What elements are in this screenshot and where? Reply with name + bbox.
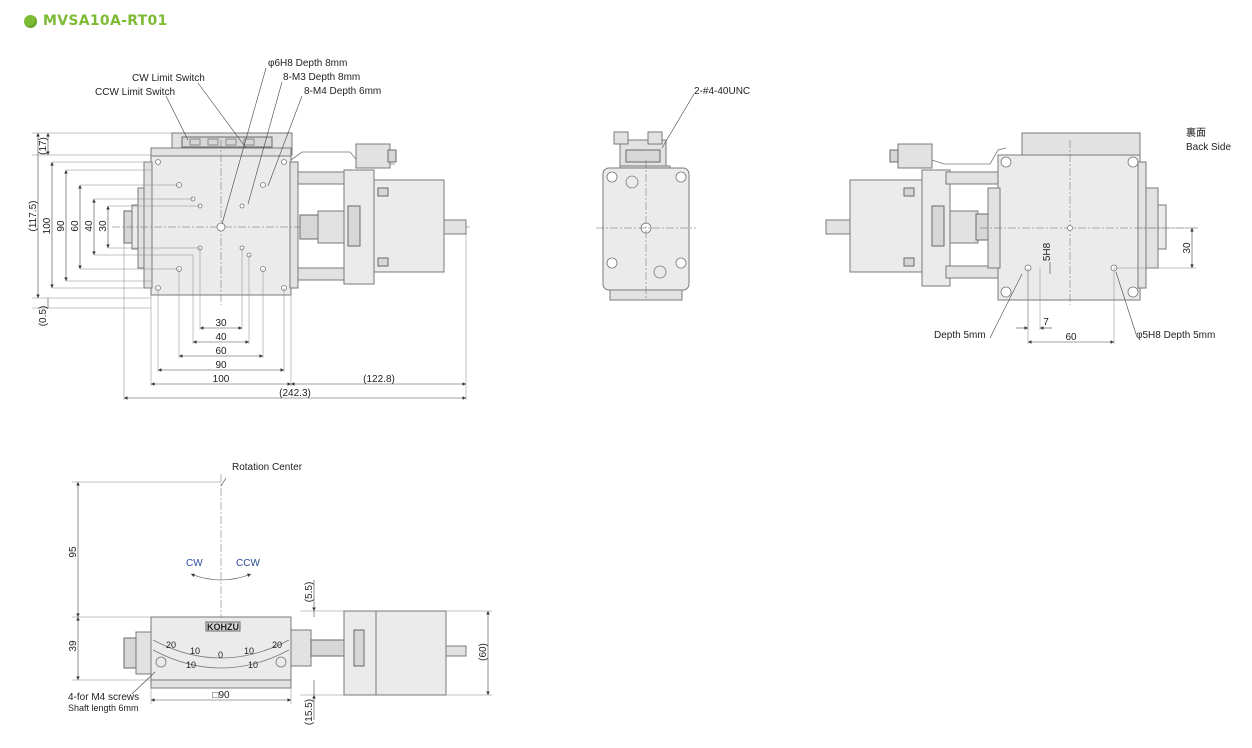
dim-90: 90 bbox=[56, 220, 67, 232]
hole-6h8-label: φ6H8 Depth 8mm bbox=[268, 58, 347, 69]
depth-5mm-label: Depth 5mm bbox=[934, 330, 986, 341]
front-dim-15-5: (15.5) bbox=[304, 699, 315, 725]
front-view: Rotation Center CW CCW KOHZU 20 10 0 10 … bbox=[68, 462, 492, 725]
scale-20-left: 20 bbox=[166, 640, 176, 650]
dim-h-100: 100 bbox=[213, 374, 230, 385]
dim-60: 60 bbox=[70, 220, 81, 232]
ccw-limit-label: CCW Limit Switch bbox=[95, 87, 175, 98]
cw-label: CW bbox=[186, 558, 203, 569]
front-dim-square-90: □90 bbox=[212, 690, 230, 701]
m3-label: 8-M3 Depth 8mm bbox=[283, 72, 360, 83]
scale-10-lower-right: 10 bbox=[248, 660, 258, 670]
m4-label: 8-M4 Depth 6mm bbox=[304, 86, 381, 97]
brand-label: KOHZU bbox=[207, 622, 239, 632]
bullet-icon bbox=[24, 14, 37, 28]
back-dim-7: 7 bbox=[1043, 317, 1049, 328]
front-dim-5-5: (5.5) bbox=[304, 582, 315, 603]
dim-h-30: 30 bbox=[215, 318, 227, 329]
rotation-center-label: Rotation Center bbox=[232, 462, 303, 473]
screws-label: 4-for M4 screws bbox=[68, 692, 139, 703]
top-view: CW Limit Switch CCW Limit Switch φ6H8 De… bbox=[28, 58, 470, 400]
dim-h-60: 60 bbox=[215, 346, 227, 357]
dim-40: 40 bbox=[84, 220, 95, 232]
dim-h-90: 90 bbox=[215, 360, 227, 371]
back-side-jp-label: 裏面 bbox=[1186, 126, 1206, 139]
page-title: MVSA10A-RT01 bbox=[43, 13, 168, 29]
end-view: 2-#4-40UNC bbox=[596, 86, 750, 301]
dim-100: 100 bbox=[42, 217, 53, 234]
scale-20-right: 20 bbox=[272, 640, 282, 650]
section-header: MVSA10A-RT01 bbox=[24, 10, 168, 32]
shaft-length-label: Shaft length 6mm bbox=[68, 703, 139, 713]
dim-h-122-8: (122.8) bbox=[363, 374, 395, 385]
scale-0: 0 bbox=[218, 650, 223, 660]
back-dim-5h8: 5H8 bbox=[1042, 242, 1053, 261]
dim-h-40: 40 bbox=[215, 332, 227, 343]
hole-5h8-label: φ5H8 Depth 5mm bbox=[1136, 330, 1215, 341]
back-view: 裏面 Back Side 30 bbox=[825, 126, 1231, 344]
front-dim-60: (60) bbox=[478, 643, 489, 661]
front-dim-95: 95 bbox=[68, 546, 79, 558]
dim-0-5: (0.5) bbox=[38, 306, 49, 327]
dim-h-242-3: (242.3) bbox=[279, 388, 311, 399]
dim-30: 30 bbox=[98, 220, 109, 232]
screws-4-40unc-label: 2-#4-40UNC bbox=[694, 86, 750, 97]
scale-10-right: 10 bbox=[244, 646, 254, 656]
back-dim-60: 60 bbox=[1065, 332, 1077, 343]
scale-10-lower-left: 10 bbox=[186, 660, 196, 670]
back-dim-30: 30 bbox=[1182, 242, 1193, 254]
back-side-label: Back Side bbox=[1186, 142, 1231, 153]
ccw-label: CCW bbox=[236, 558, 260, 569]
dim-117-5: (117.5) bbox=[28, 201, 39, 232]
scale-10-left: 10 bbox=[190, 646, 200, 656]
cw-limit-label: CW Limit Switch bbox=[132, 73, 205, 84]
dim-17: (17) bbox=[38, 137, 49, 155]
front-dim-39: 39 bbox=[68, 640, 79, 652]
